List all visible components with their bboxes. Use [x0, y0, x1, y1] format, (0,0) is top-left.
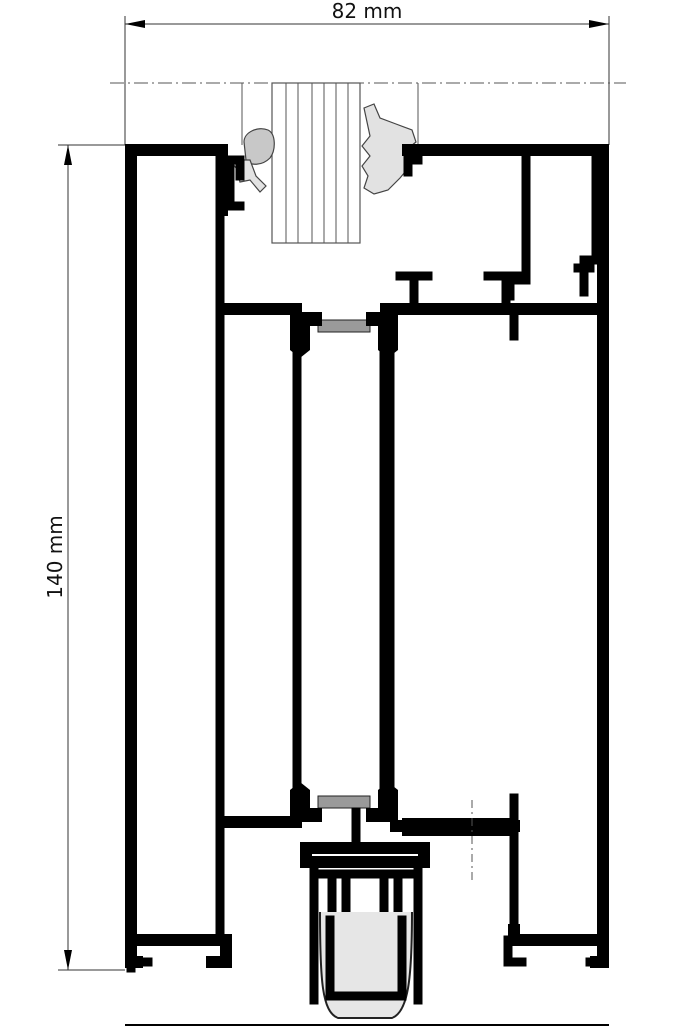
- track-outer-box: [309, 861, 423, 1005]
- left-frame-foot: [125, 934, 232, 968]
- width-dimension: 82 mm: [124, 0, 610, 145]
- width-dimension-label: 82 mm: [332, 0, 403, 23]
- width-arrow-left: [125, 20, 145, 28]
- sash-vertical-walls: [292, 305, 395, 805]
- left-gasket-clip: [228, 159, 267, 193]
- track-rail-inner: [325, 915, 407, 1001]
- bottom-track-assembly: [300, 807, 430, 1019]
- height-arrow-bottom: [64, 950, 72, 970]
- right-glazing-gasket: [361, 103, 417, 195]
- thermal-break-bottom-bar: [317, 795, 371, 809]
- thermal-break-bottom-left-jaw: [290, 782, 322, 822]
- right-frame-outer: [590, 144, 609, 968]
- thermal-break-bottom-right-jaw: [366, 782, 398, 822]
- right-upper-chamber: [521, 151, 601, 297]
- left-foot-lip: [126, 957, 153, 973]
- height-dimension-label: 140 mm: [43, 515, 67, 599]
- height-dimension: 140 mm: [43, 144, 125, 971]
- left-glazing-gasket: [243, 128, 275, 165]
- sash-top-t-right: [483, 271, 529, 307]
- sash-top-rail: [220, 271, 604, 341]
- right-frame-foot: [508, 924, 609, 946]
- glass-pane: [241, 82, 419, 244]
- glass-pane-body: [271, 82, 361, 244]
- sash-bottom-block: [402, 818, 514, 836]
- left-top-clip: [217, 155, 245, 211]
- width-arrow-right: [589, 20, 609, 28]
- left-frame-outer: [125, 144, 228, 968]
- sash-bottom-rail: [220, 793, 520, 935]
- thermal-break-bottom: [290, 782, 398, 822]
- right-foot-lip: [503, 935, 608, 967]
- top-frame-glazing-lip: [403, 145, 423, 177]
- track-cap: [300, 842, 430, 868]
- right-upper-hook: [505, 275, 531, 301]
- height-arrow-top: [64, 145, 72, 165]
- thermal-break-top-bar: [317, 319, 371, 333]
- sash-top-t-left: [395, 271, 433, 307]
